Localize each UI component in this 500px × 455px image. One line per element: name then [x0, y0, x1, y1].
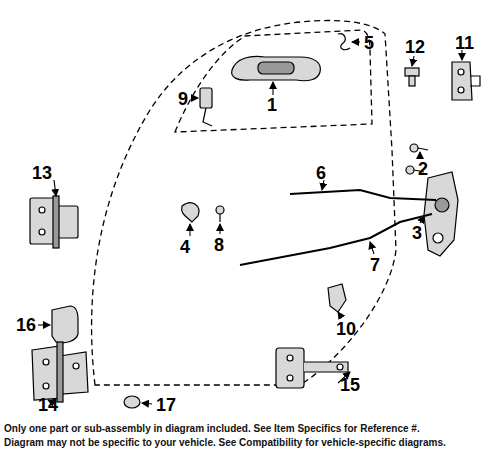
door-outline [92, 21, 396, 386]
rod-bracket [328, 284, 346, 312]
callout-number: 15 [340, 376, 360, 394]
upper-hinge [30, 196, 78, 248]
leader-arrows [38, 42, 462, 404]
lower-hinge [32, 342, 88, 402]
lock-cylinder [200, 88, 212, 108]
bolt [405, 68, 419, 76]
outside-handle [232, 56, 321, 80]
callout-number: 2 [418, 160, 428, 178]
door-check [276, 348, 348, 388]
callout-number: 11 [455, 34, 474, 52]
callout-number: 3 [412, 224, 422, 242]
callout-number: 5 [364, 34, 374, 52]
callout-number: 10 [336, 320, 356, 338]
callout-number: 4 [180, 238, 190, 256]
callout-number: 9 [178, 90, 188, 108]
callout-number: 6 [316, 164, 326, 182]
footer-note: Diagram may not be specific to your vehi… [4, 437, 446, 449]
callout-number: 16 [16, 316, 36, 334]
callout-number: 12 [405, 38, 425, 56]
callout-number: 1 [267, 96, 277, 114]
callout-number: 7 [370, 256, 380, 274]
hinge-cover [52, 306, 78, 343]
callout-number: 14 [38, 396, 58, 414]
lock-rod [290, 190, 436, 200]
latch-rod [240, 214, 432, 265]
callout-number: 13 [32, 164, 52, 182]
small-clip [216, 206, 224, 214]
striker [452, 62, 472, 100]
footer-note: Only one part or sub-assembly in diagram… [4, 423, 420, 435]
callout-number: 8 [214, 236, 224, 254]
rod-clip [182, 203, 199, 222]
plug [124, 396, 140, 408]
clip [338, 34, 350, 50]
callout-number: 17 [156, 396, 176, 414]
